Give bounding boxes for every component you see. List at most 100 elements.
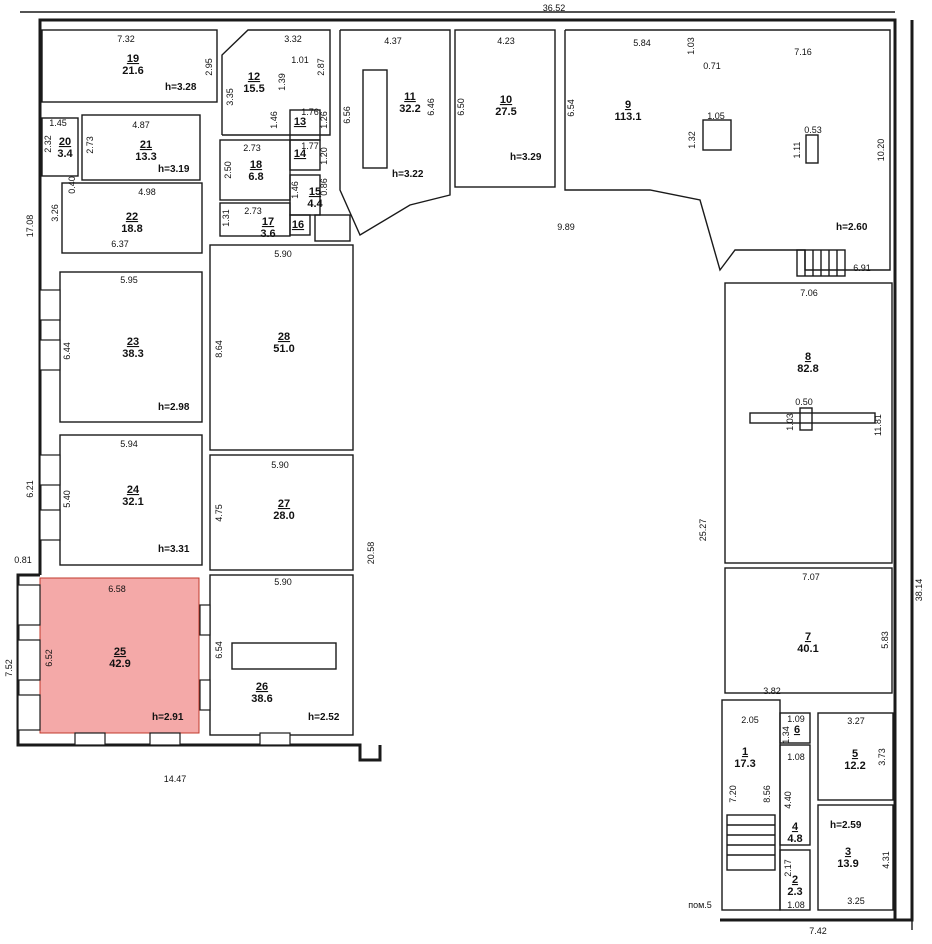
dimension-label: 1.03 bbox=[785, 413, 795, 431]
dimension-label: 2.73 bbox=[85, 136, 95, 154]
room-16-number: 16 bbox=[292, 219, 304, 231]
dimension-label: 4.31 bbox=[881, 851, 891, 869]
dimension-label: 2.73 bbox=[243, 143, 261, 153]
room-28-number: 28 bbox=[278, 331, 290, 343]
room-22-number: 22 bbox=[126, 211, 138, 223]
room-14-number: 14 bbox=[294, 148, 307, 160]
room-23-number: 23 bbox=[127, 336, 139, 348]
dimension-label: 3.26 bbox=[50, 204, 60, 222]
dimension-label: 7.06 bbox=[800, 288, 818, 298]
room-17-area: 3.6 bbox=[260, 228, 275, 240]
dimension-label: 7.52 bbox=[4, 659, 14, 677]
room-25-area: 42.9 bbox=[109, 658, 130, 670]
room-1-number: 1 bbox=[742, 746, 748, 758]
dimension-label: 7.07 bbox=[802, 572, 820, 582]
room-2-area: 2.3 bbox=[787, 886, 802, 898]
dimension-label: 1.77 bbox=[301, 141, 319, 151]
room-7-number: 7 bbox=[805, 631, 811, 643]
dimension-label: 8.64 bbox=[214, 340, 224, 358]
dimension-label: 1.03 bbox=[686, 37, 696, 55]
dimension-label: 6.56 bbox=[342, 106, 352, 124]
dimension-label: 1.45 bbox=[49, 118, 67, 128]
outer-walls bbox=[16, 11, 914, 930]
dimension-label: 7.16 bbox=[794, 47, 812, 57]
dimension-label: 2.50 bbox=[223, 161, 233, 179]
room-6-number: 6 bbox=[794, 724, 800, 736]
ceiling-height: h=2.91 bbox=[152, 712, 184, 723]
room-24-number: 24 bbox=[127, 484, 140, 496]
dimension-label: 6.52 bbox=[44, 649, 54, 667]
room-21-area: 13.3 bbox=[135, 151, 156, 163]
ceiling-height: h=2.52 bbox=[308, 712, 340, 723]
interior-walls bbox=[41, 29, 894, 911]
pom5-label: пом.5 bbox=[688, 900, 712, 910]
ceiling-height: h=3.19 bbox=[158, 164, 190, 175]
room-3-number: 3 bbox=[845, 846, 851, 858]
room-3-area: 13.9 bbox=[837, 858, 858, 870]
dimension-label: 11.81 bbox=[873, 414, 883, 436]
dimension-label: 6.58 bbox=[108, 584, 126, 594]
room-12-area: 15.5 bbox=[243, 83, 264, 95]
room-25-number: 25 bbox=[114, 646, 126, 658]
dimension-label: 38.14 bbox=[914, 579, 924, 602]
room-23-area: 38.3 bbox=[122, 348, 143, 360]
dimension-label: 1.76 bbox=[301, 107, 319, 117]
room-4-area: 4.8 bbox=[787, 833, 802, 845]
room-15-number: 15 bbox=[309, 186, 321, 198]
dimension-label: 7.42 bbox=[809, 926, 827, 936]
stair-bottom bbox=[726, 814, 776, 871]
dimension-label: 5.40 bbox=[62, 490, 72, 508]
dimension-label: 6.50 bbox=[456, 98, 466, 116]
room-5-area: 12.2 bbox=[844, 760, 865, 772]
room-11-area: 32.2 bbox=[399, 103, 420, 115]
dimension-label: 1.32 bbox=[687, 131, 697, 149]
dimension-label: 1.08 bbox=[787, 900, 805, 910]
dimension-label: 5.95 bbox=[120, 275, 138, 285]
room-5-number: 5 bbox=[852, 748, 858, 760]
ceiling-height: h=3.22 bbox=[392, 169, 424, 180]
dimension-label: 1.11 bbox=[792, 142, 802, 159]
room-8-number: 8 bbox=[805, 351, 811, 363]
stair-top bbox=[796, 249, 846, 277]
ceiling-height: h=2.60 bbox=[836, 222, 868, 233]
dimension-label: 20.58 bbox=[366, 542, 376, 565]
windows bbox=[17, 289, 291, 746]
dimension-label: 3.35 bbox=[225, 88, 235, 106]
dimension-label: 1.01 bbox=[291, 55, 309, 65]
room-20-area: 3.4 bbox=[57, 148, 73, 160]
dimension-label: 6.54 bbox=[214, 641, 224, 659]
dimension-label: 0.50 bbox=[795, 397, 813, 407]
room-7-area: 40.1 bbox=[797, 643, 818, 655]
dimension-label: 9.89 bbox=[557, 222, 575, 232]
room-4-number: 4 bbox=[792, 821, 799, 833]
dimension-label: 1.46 bbox=[269, 111, 279, 129]
room-17-number: 17 bbox=[262, 216, 274, 228]
dimension-label: 1.26 bbox=[319, 111, 329, 129]
room-9-area: 113.1 bbox=[615, 111, 642, 123]
dimension-label: 5.94 bbox=[120, 439, 138, 449]
room-19-area: 21.6 bbox=[122, 65, 143, 77]
dimension-label: 0.81 bbox=[14, 555, 32, 565]
dimension-label: 4.98 bbox=[138, 187, 156, 197]
room-25-highlight bbox=[39, 577, 200, 734]
dimension-label: 7.20 bbox=[728, 785, 738, 803]
dimension-label: 5.90 bbox=[274, 577, 292, 587]
ceiling-height: h=3.29 bbox=[510, 152, 542, 163]
dimension-label: 5.83 bbox=[880, 631, 890, 649]
room-10-area: 27.5 bbox=[495, 106, 516, 118]
room-2-number: 2 bbox=[792, 874, 798, 886]
room-28-area: 51.0 bbox=[273, 343, 294, 355]
room-18-number: 18 bbox=[250, 159, 262, 171]
room-19-number: 19 bbox=[127, 53, 139, 65]
dimension-label: 2.05 bbox=[741, 715, 759, 725]
room-11-number: 11 bbox=[404, 91, 416, 103]
room-1-area: 17.3 bbox=[734, 758, 755, 770]
room-12-number: 12 bbox=[248, 71, 260, 83]
dimension-label: 4.37 bbox=[384, 36, 402, 46]
room-18-area: 6.8 bbox=[248, 171, 263, 183]
room-24-area: 32.1 bbox=[122, 496, 143, 508]
dimension-label: 8.56 bbox=[762, 785, 772, 803]
